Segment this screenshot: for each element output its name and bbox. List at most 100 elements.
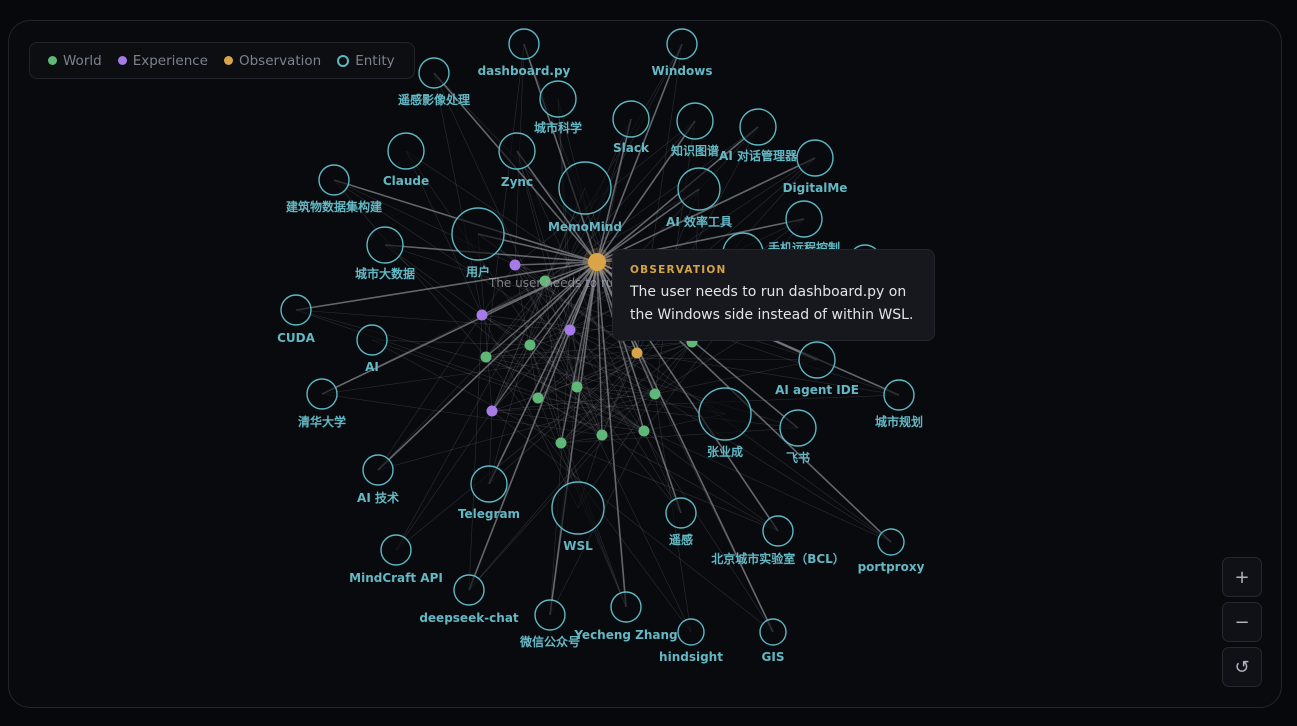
entity-node[interactable] bbox=[453, 574, 485, 606]
entity-node[interactable] bbox=[877, 528, 905, 556]
graph-edge bbox=[491, 344, 531, 412]
entity-label: AI bbox=[365, 360, 379, 374]
entity-node[interactable] bbox=[470, 465, 508, 503]
entity-node[interactable] bbox=[666, 28, 698, 60]
entity-node[interactable] bbox=[762, 515, 794, 547]
entity-node[interactable] bbox=[739, 108, 777, 146]
entity-label: 用户 bbox=[465, 264, 490, 279]
graph-edge bbox=[481, 314, 531, 346]
world-node[interactable] bbox=[539, 275, 551, 287]
observation-hub-node[interactable] bbox=[588, 253, 606, 271]
entity-label: 知识图谱 bbox=[670, 143, 719, 158]
entity-label: AI 技术 bbox=[357, 490, 399, 505]
entity-label: hindsight bbox=[659, 650, 723, 664]
entity-node[interactable] bbox=[451, 207, 505, 261]
graph-edge bbox=[405, 150, 603, 436]
entity-label: 遥感影像处理 bbox=[398, 92, 470, 107]
world-node[interactable] bbox=[638, 425, 650, 437]
entity-node[interactable] bbox=[610, 591, 642, 623]
node-tooltip: OBSERVATION The user needs to run dashbo… bbox=[612, 249, 935, 341]
experience-node[interactable] bbox=[476, 309, 488, 321]
graph-edge bbox=[485, 341, 693, 358]
entity-label: DigitalMe bbox=[783, 181, 848, 195]
entity-node[interactable] bbox=[558, 161, 612, 215]
graph-edge bbox=[560, 393, 656, 444]
graph-edge bbox=[321, 393, 603, 436]
graph-edge bbox=[537, 352, 638, 399]
entity-node[interactable] bbox=[508, 28, 540, 60]
entity-node[interactable] bbox=[498, 132, 536, 170]
entity-node[interactable] bbox=[534, 599, 566, 631]
graph-edge bbox=[544, 43, 683, 282]
entity-node[interactable] bbox=[612, 100, 650, 138]
graph-edge bbox=[377, 264, 516, 471]
graph-edge bbox=[557, 98, 571, 331]
world-node[interactable] bbox=[532, 392, 544, 404]
reset-view-button[interactable]: ↺ bbox=[1222, 647, 1262, 687]
experience-node[interactable] bbox=[509, 259, 521, 271]
entity-node[interactable] bbox=[759, 618, 787, 646]
entity-node[interactable] bbox=[306, 378, 338, 410]
entity-node[interactable] bbox=[796, 139, 834, 177]
graph-nodes[interactable] bbox=[280, 28, 915, 646]
entity-label: AI agent IDE bbox=[775, 383, 859, 397]
graph-edge bbox=[485, 261, 598, 358]
world-node[interactable] bbox=[596, 429, 608, 441]
entity-node[interactable] bbox=[387, 132, 425, 170]
entity-node[interactable] bbox=[665, 497, 697, 529]
entity-label: GIS bbox=[762, 650, 785, 664]
graph-edge bbox=[529, 261, 598, 346]
entity-node[interactable] bbox=[318, 164, 350, 196]
graph-edge bbox=[481, 261, 598, 316]
graph-edge bbox=[485, 280, 546, 358]
entity-node[interactable] bbox=[366, 226, 404, 264]
tooltip-type: OBSERVATION bbox=[630, 264, 727, 276]
legend-label: Entity bbox=[355, 52, 395, 69]
legend-label: Experience bbox=[132, 52, 208, 69]
graph-edge bbox=[477, 233, 493, 412]
graph-edge bbox=[523, 43, 598, 263]
entity-node[interactable] bbox=[362, 454, 394, 486]
zoom-out-button[interactable]: − bbox=[1222, 602, 1262, 642]
entity-label: AI 对话管理器 bbox=[719, 148, 798, 163]
graph-edge bbox=[395, 280, 546, 551]
world-node[interactable] bbox=[649, 388, 661, 400]
entity-node[interactable] bbox=[676, 102, 714, 140]
graph-edge bbox=[544, 280, 578, 388]
entity-label: AI 效率工具 bbox=[666, 214, 732, 229]
world-node[interactable] bbox=[571, 381, 583, 393]
experience-node[interactable] bbox=[486, 405, 498, 417]
graph-edge bbox=[560, 442, 779, 532]
entity-node[interactable] bbox=[551, 481, 605, 535]
graph-edge bbox=[601, 352, 638, 436]
graph-edge bbox=[549, 329, 571, 616]
zoom-in-button[interactable]: + bbox=[1222, 557, 1262, 597]
world-node[interactable] bbox=[555, 437, 567, 449]
entity-node[interactable] bbox=[280, 294, 312, 326]
entity-node[interactable] bbox=[418, 57, 450, 89]
world-node[interactable] bbox=[480, 351, 492, 363]
graph-edge bbox=[488, 261, 598, 485]
entity-node[interactable] bbox=[539, 80, 577, 118]
entity-node[interactable] bbox=[356, 324, 388, 356]
entity-node[interactable] bbox=[883, 379, 915, 411]
graph-edge bbox=[377, 356, 487, 471]
graph-edge bbox=[516, 150, 571, 331]
entity-node[interactable] bbox=[698, 387, 752, 441]
experience-node[interactable] bbox=[564, 324, 576, 336]
entity-node[interactable] bbox=[677, 167, 721, 211]
entity-node[interactable] bbox=[785, 200, 823, 238]
entity-node[interactable] bbox=[677, 618, 705, 646]
graph-edge bbox=[485, 356, 892, 543]
entity-node[interactable] bbox=[380, 534, 412, 566]
graph-edge bbox=[395, 352, 638, 551]
entity-node[interactable] bbox=[779, 409, 817, 447]
graph-edge bbox=[377, 261, 598, 471]
entity-label: 遥感 bbox=[669, 532, 693, 547]
world-node[interactable] bbox=[524, 339, 536, 351]
entity-node[interactable] bbox=[798, 341, 836, 379]
entity-ring-icon bbox=[337, 54, 350, 67]
observation-node[interactable] bbox=[631, 347, 643, 359]
